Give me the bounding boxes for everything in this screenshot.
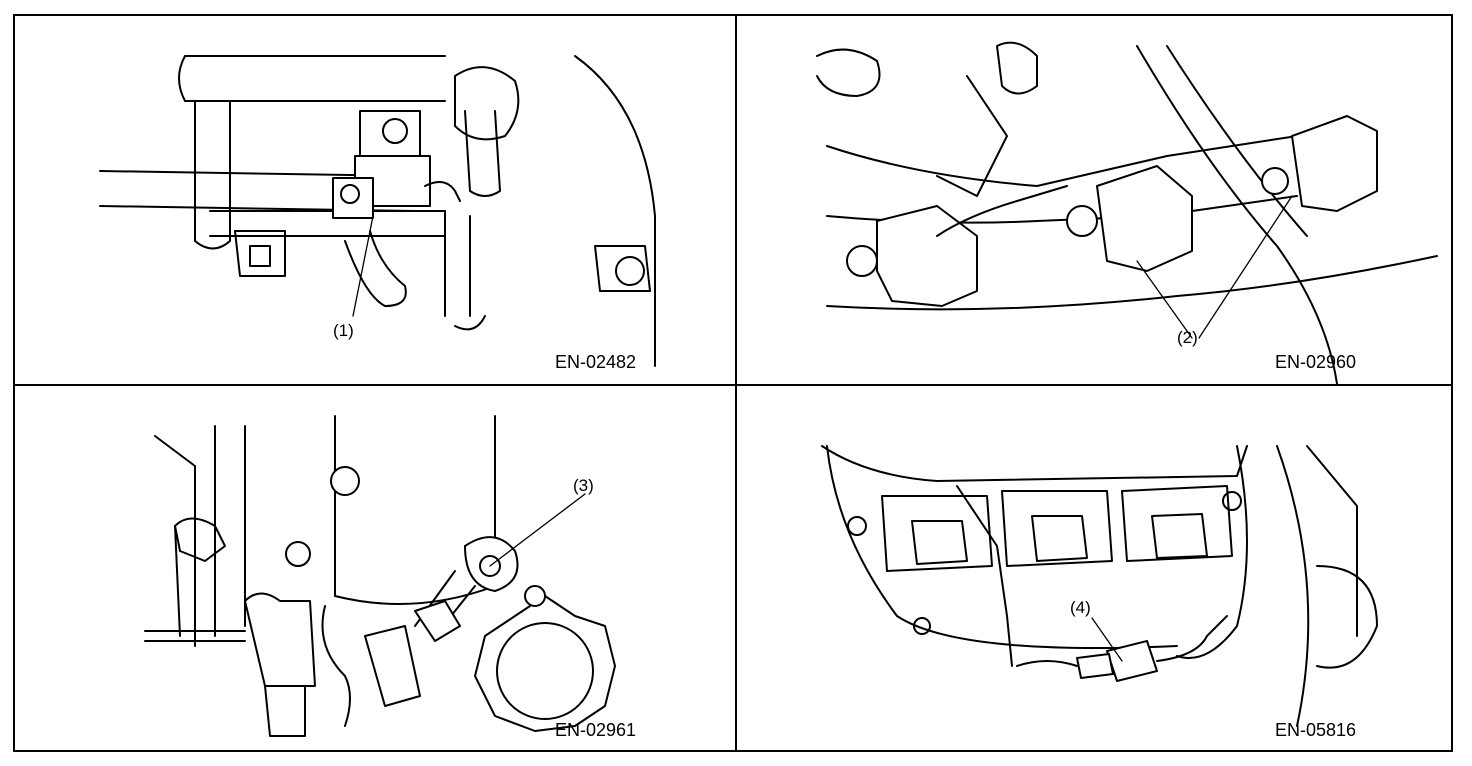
figure-id-label: EN-05816: [1275, 720, 1357, 740]
panel-en-05816: (4) EN-05816: [737, 386, 1455, 752]
callout-1-label: (1): [333, 321, 354, 340]
panel-en-02961: (3) EN-02961: [15, 386, 735, 752]
figure-id-label: EN-02960: [1275, 352, 1357, 372]
callout-3-label: (3): [573, 476, 594, 495]
engine-illustration-1: [99, 55, 656, 367]
callout-2-label: (2): [1177, 328, 1198, 347]
figure-id-label: EN-02961: [555, 720, 637, 740]
callout-4-label: (4): [1070, 598, 1091, 617]
engine-illustration-3: [144, 415, 616, 737]
panel-en-02960: (2) EN-02960: [737, 16, 1455, 384]
figure-grid: (1) EN-02482 (2) EN-02960: [13, 14, 1453, 752]
grid-divider-horizontal: [15, 384, 1451, 386]
engine-illustration-2: [816, 41, 1438, 384]
panel-en-02482: (1) EN-02482: [15, 16, 735, 384]
engine-illustration-4: [821, 445, 1378, 727]
figure-id-label: EN-02482: [555, 352, 637, 372]
grid-divider-vertical: [735, 16, 737, 750]
